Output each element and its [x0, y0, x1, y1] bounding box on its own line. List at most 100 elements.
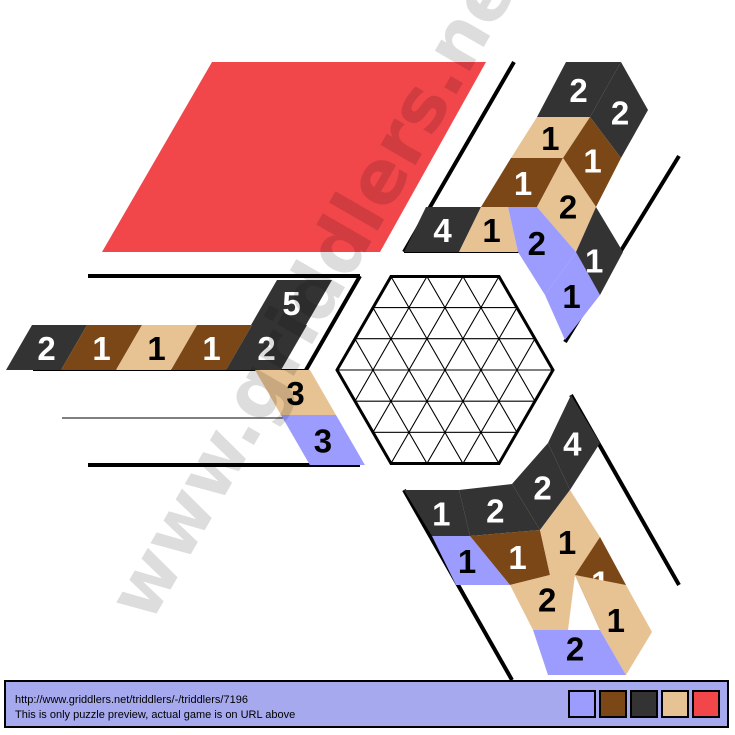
- footer-url-link[interactable]: http://www.griddlers.net/triddlers/-/tri…: [15, 694, 248, 706]
- corner-color-area: [102, 62, 486, 252]
- top-right-clue-cell-fill: [590, 62, 648, 158]
- left-clue-number: 1: [147, 330, 165, 367]
- bottom-right-clue-number: 2: [566, 631, 584, 668]
- top-right-clue-cell[interactable]: 1: [545, 252, 600, 340]
- bottom-right-clue-cell-fill: [404, 490, 470, 536]
- left-clue-number: 5: [282, 285, 300, 322]
- top-right-clue-cell[interactable]: 1: [459, 207, 518, 252]
- left-clue-number: 2: [37, 330, 55, 367]
- top-right-clue-cell[interactable]: 1: [576, 207, 623, 295]
- grid-outline: [335, 275, 555, 465]
- top-right-clue-cell[interactable]: 2: [590, 62, 648, 158]
- left-clue-number: 1: [202, 330, 220, 367]
- palette-swatch-blue[interactable]: [568, 690, 596, 718]
- bottom-right-clue-cell[interactable]: 2: [533, 630, 626, 675]
- top-right-clue-cell[interactable]: 1: [563, 117, 621, 207]
- bottom-right-clue-number: 1: [558, 524, 576, 561]
- top-right-clue-number: 1: [583, 143, 601, 180]
- bottom-right-clue-cell[interactable]: 4: [548, 395, 600, 490]
- top-right-clue-number: 1: [482, 212, 500, 249]
- bottom-right-clue-cell[interactable]: 1: [404, 490, 470, 536]
- bottom-right-clue-number: 1: [607, 602, 625, 639]
- left-clue-cell[interactable]: 2: [226, 325, 307, 370]
- top-right-clue-cell-fill: [404, 207, 481, 252]
- bottom-right-clue-number: 1: [458, 543, 476, 580]
- top-right-clue-cell-fill: [563, 117, 621, 207]
- left-clue-number: 3: [314, 423, 332, 460]
- top-right-clue-cell-fill: [481, 158, 563, 207]
- bottom-right-clue-cell[interactable]: 1: [470, 530, 550, 585]
- left-clue-cell-fill: [171, 325, 252, 370]
- left-clue-cell-fill: [6, 325, 87, 370]
- clue-cells[interactable]: 211125332211124121142121111212: [6, 62, 652, 675]
- top-right-clue-number: 2: [528, 225, 546, 262]
- bottom-right-clue-number: 1: [508, 539, 526, 576]
- palette-swatch-red[interactable]: [692, 690, 720, 718]
- bottom-right-clue-cell-fill: [533, 630, 626, 675]
- bottom-right-clue-cell-fill: [432, 536, 510, 585]
- footer-note: This is only puzzle preview, actual game…: [15, 709, 296, 721]
- top-right-clue-cell-fill: [537, 62, 621, 117]
- bottom-right-clue-cell-fill: [540, 490, 600, 575]
- bottom-right-clue-cell[interactable]: 1: [432, 536, 510, 585]
- bottom-right-clue-cell-fill: [459, 484, 540, 536]
- color-palette: [568, 690, 720, 718]
- top-right-clue-cell-fill: [508, 207, 576, 295]
- left-clue-cell-fill: [281, 415, 365, 465]
- left-clue-cell[interactable]: 5: [251, 280, 332, 325]
- bottom-right-clue-cell[interactable]: 1: [540, 490, 600, 575]
- left-clue-cell[interactable]: 1: [116, 325, 197, 370]
- top-right-clue-cell-fill: [545, 252, 600, 340]
- top-right-clue-number: 1: [562, 278, 580, 315]
- triangle-grid[interactable]: [335, 275, 555, 465]
- left-clue-number: 1: [92, 330, 110, 367]
- bottom-right-clue-cell-fill: [510, 575, 575, 630]
- top-right-clue-cell-fill: [576, 207, 623, 295]
- left-clue-cell[interactable]: 1: [61, 325, 142, 370]
- left-clue-cell-fill: [251, 280, 332, 325]
- top-right-clue-number: 1: [585, 243, 603, 280]
- bottom-right-clue-number: 2: [533, 469, 551, 506]
- bottom-right-clue-cell[interactable]: 2: [510, 575, 575, 630]
- top-right-clue-number: 2: [559, 189, 577, 226]
- bottom-right-clue-cell-fill: [548, 395, 600, 490]
- bottom-right-clue-cell[interactable]: 1: [575, 575, 652, 675]
- left-clue-cell-fill: [61, 325, 142, 370]
- bottom-right-clue-cell-fill: [575, 575, 652, 675]
- bottom-right-clue-cell[interactable]: 2: [459, 484, 540, 536]
- left-border-diagonal: [304, 275, 362, 371]
- top-right-clue-cell[interactable]: 4: [404, 207, 481, 252]
- top-right-clue-cell-fill: [511, 117, 590, 158]
- left-clue-cell-fill: [116, 325, 197, 370]
- top-right-clue-cell[interactable]: 1: [511, 117, 590, 158]
- palette-swatch-dark[interactable]: [630, 690, 658, 718]
- bottom-right-clue-cell-fill: [470, 530, 550, 585]
- left-clue-number: 2: [257, 330, 275, 367]
- bottom-right-clue-number: 1: [432, 496, 450, 533]
- top-right-clue-number: 2: [569, 72, 587, 109]
- top-right-clue-cell[interactable]: 2: [537, 158, 596, 252]
- left-clue-cell-fill: [255, 370, 336, 415]
- bottom-right-clue-cell[interactable]: 2: [512, 443, 570, 530]
- footer-bar: http://www.griddlers.net/triddlers/-/tri…: [4, 680, 729, 728]
- top-right-clue-cell-fill: [459, 207, 518, 252]
- palette-swatch-tan[interactable]: [661, 690, 689, 718]
- left-clue-cell[interactable]: 1: [171, 325, 252, 370]
- top-right-clue-number: 4: [433, 212, 452, 249]
- left-clue-cell[interactable]: 3: [255, 370, 336, 415]
- palette-swatch-brown[interactable]: [599, 690, 627, 718]
- left-clue-number: 3: [286, 375, 304, 412]
- bottom-right-clue-cell-fill: [512, 443, 570, 530]
- top-right-clue-cell[interactable]: 2: [508, 207, 576, 295]
- left-clue-cell-fill: [226, 325, 307, 370]
- top-right-clue-cell[interactable]: 2: [537, 62, 621, 117]
- top-right-clue-number: 1: [514, 165, 532, 202]
- left-clue-cell[interactable]: 3: [281, 415, 365, 465]
- top-right-clue-cell[interactable]: 1: [481, 158, 563, 207]
- bottom-right-clue-number: 2: [538, 582, 556, 619]
- left-clue-cell[interactable]: 2: [6, 325, 87, 370]
- top-right-clue-number: 2: [611, 94, 629, 131]
- bottom-right-clue-number: 4: [563, 425, 582, 462]
- top-right-clue-cell-fill: [537, 158, 596, 252]
